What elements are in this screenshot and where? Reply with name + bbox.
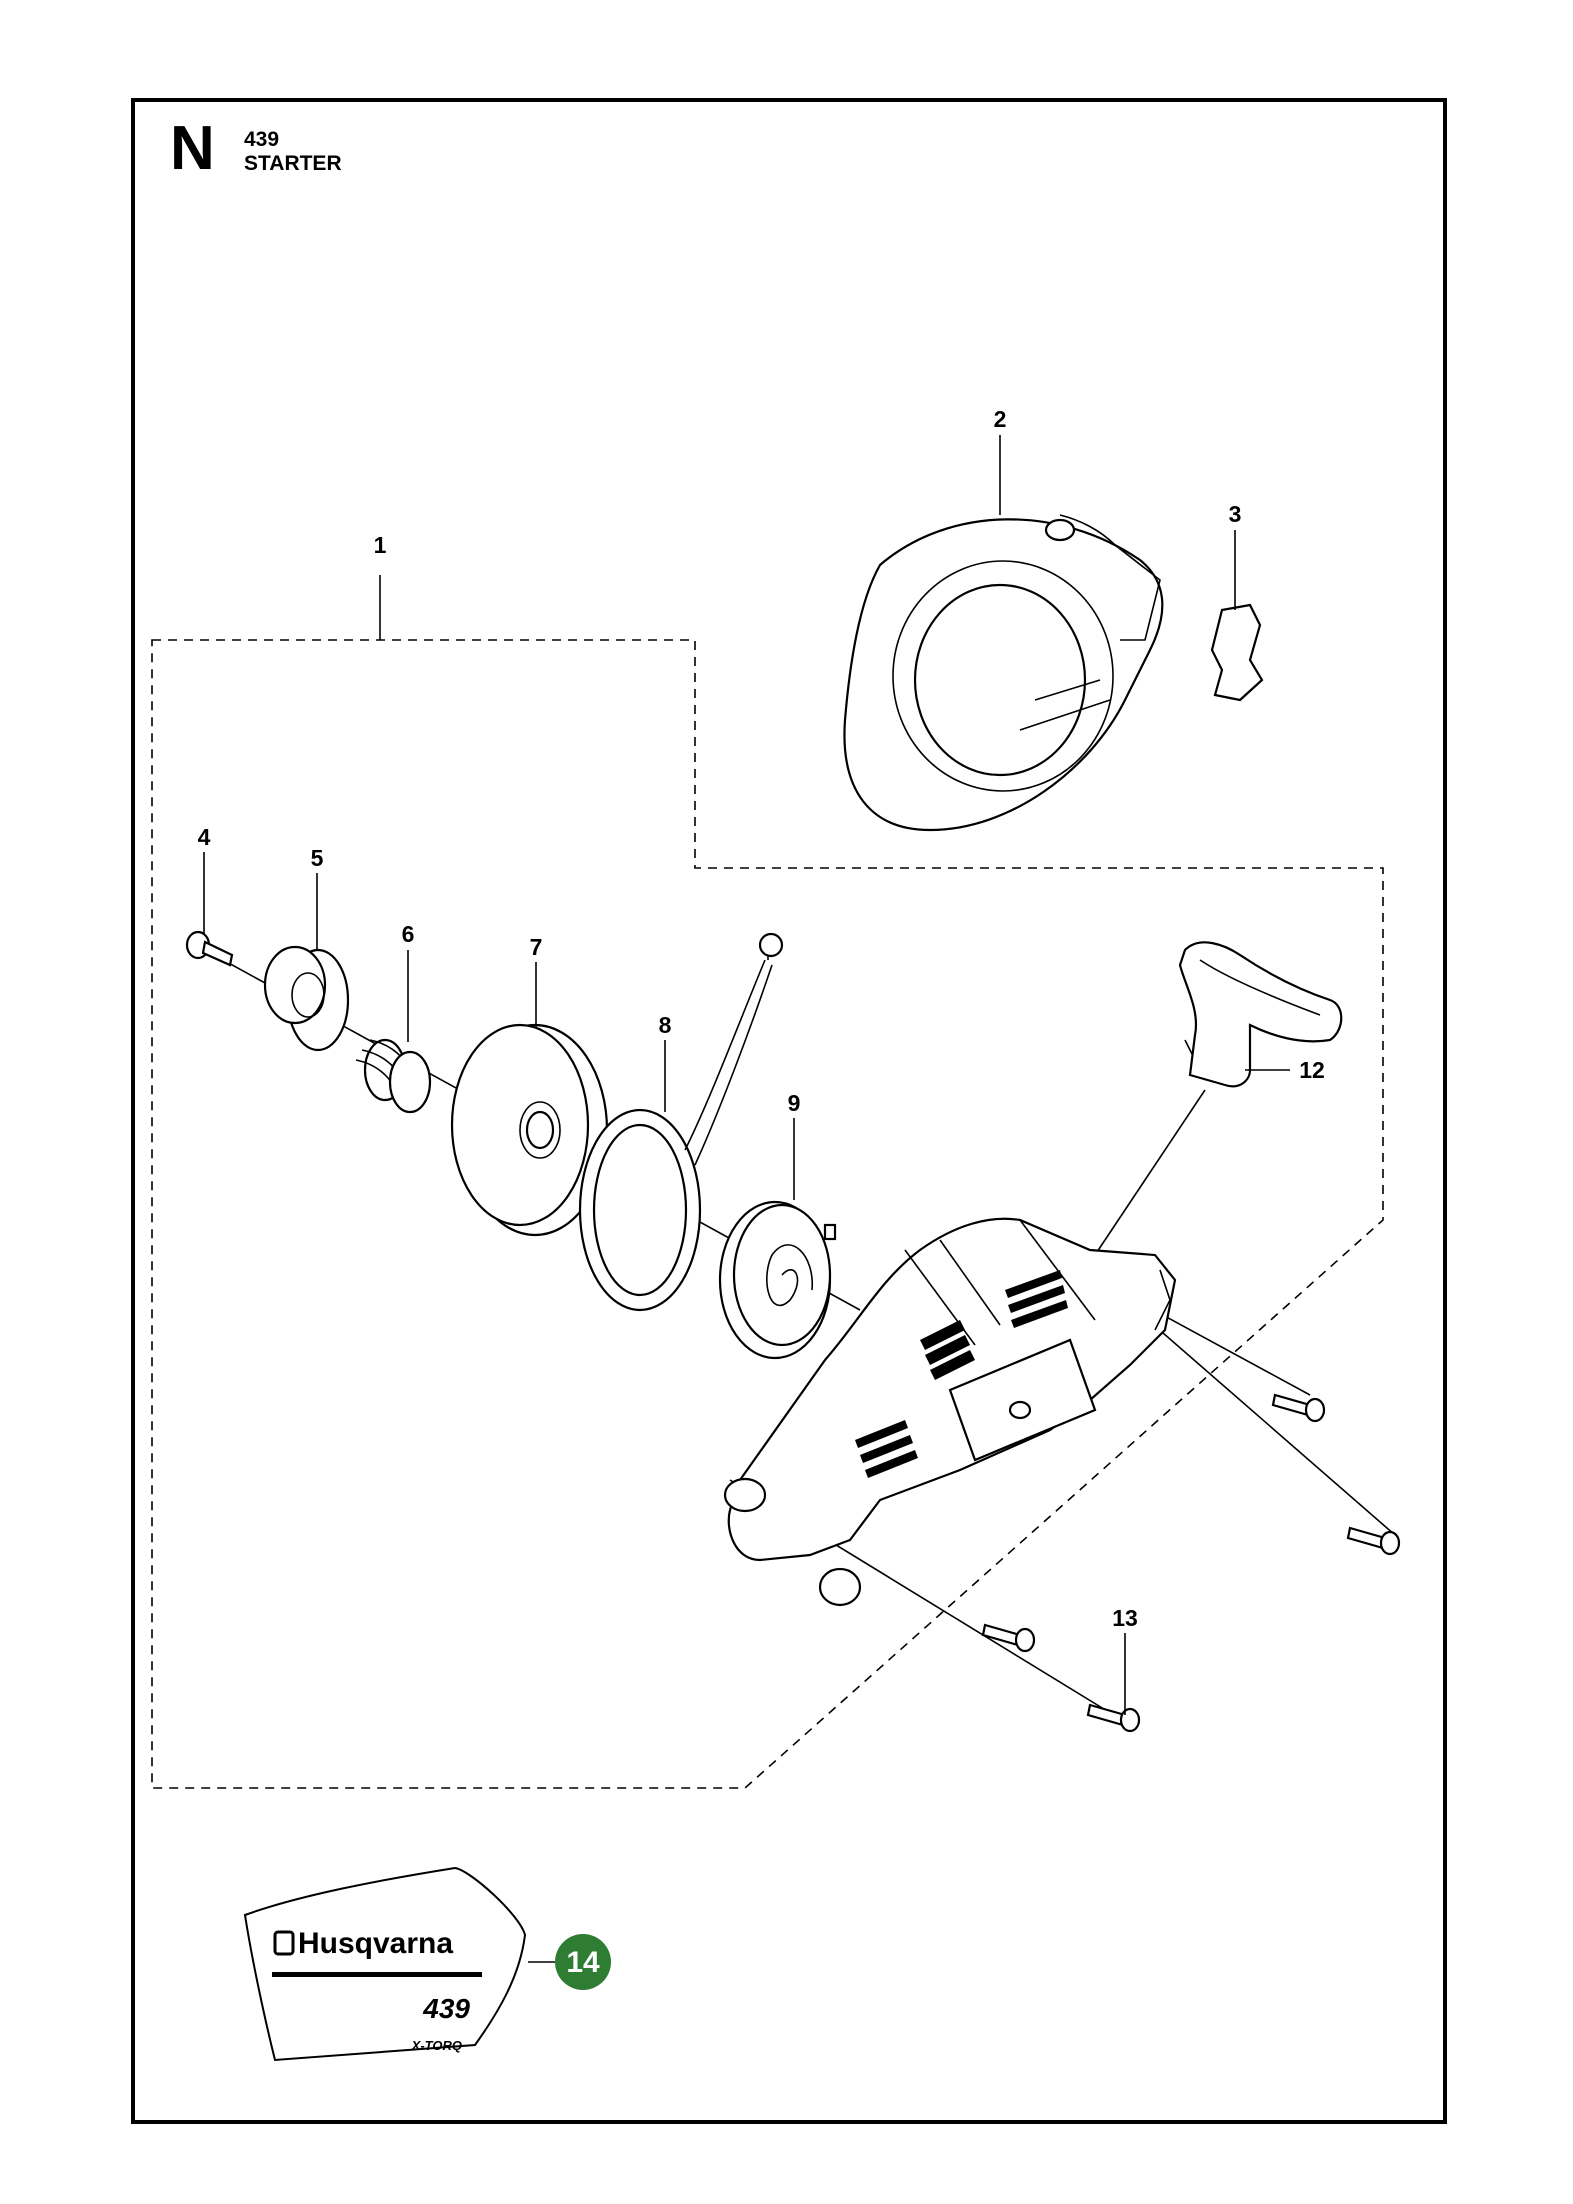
starter-handle-part [1178,941,1343,1088]
callout-14: 14 [566,1946,600,1979]
hub-part [263,945,350,1052]
callout-14-badge [555,1934,611,1990]
callout-7: 7 [530,934,543,960]
callout-13: 13 [1112,1605,1138,1631]
starter-housing-part [723,1217,1177,1607]
decal-divider [272,1972,482,1977]
assembly-boundary [151,639,1384,1789]
callout-8: 8 [659,1012,672,1038]
husqvarna-crown-icon [273,1930,295,1956]
callout-2: 2 [994,406,1007,432]
coil-spring-part [355,1038,432,1114]
section-title: STARTER [244,152,342,175]
page-frame [131,98,1447,2124]
section-letter: N [170,114,215,183]
callout-5: 5 [311,845,324,871]
callout-4: 4 [198,824,211,850]
decal-model: 439 [422,1993,470,2024]
rope-pulley-part [450,1023,609,1237]
callout-3: 3 [1229,501,1242,527]
clip-part [1210,603,1264,702]
screw-part-4 [185,930,234,967]
decal-brand: Husqvarna [298,1927,453,1960]
recoil-spring-part [718,1200,837,1360]
callout-1: 1 [374,532,387,558]
starter-cover-part [843,514,1164,832]
callout-12: 12 [1299,1057,1325,1083]
model-decal-part: Husqvarna 439 X-TORQ 14 [243,1866,611,2062]
callout-labels: 1 2 3 4 5 6 7 8 9 12 13 [198,406,1325,1631]
callout-9: 9 [788,1090,801,1116]
starter-rope-part [578,932,784,1312]
model-number: 439 [244,128,280,151]
decal-feature: X-TORQ [411,2038,462,2053]
screw-part-13 [981,1393,1401,1733]
callout-6: 6 [402,921,415,947]
callout-leader-lines [203,435,1290,1715]
